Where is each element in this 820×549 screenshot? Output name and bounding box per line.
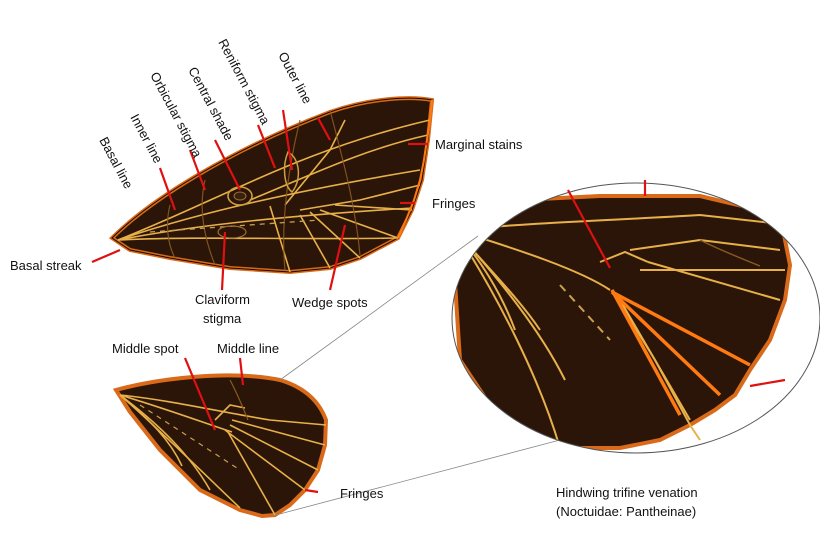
- hindwing: [112, 373, 329, 519]
- caption-line-2: (Noctuidae: Pantheinae): [556, 504, 696, 519]
- claviform-label-line1: Claviform: [195, 292, 250, 307]
- fringes-label-hindwing: Fringes: [340, 486, 384, 501]
- claviform-label-line2: stigma: [203, 311, 242, 326]
- fringes-label-forewing: Fringes: [432, 196, 476, 211]
- hindwing-labels: Middle spot Middle line Fringes: [112, 341, 384, 501]
- outer-line-label: Outer line: [275, 49, 315, 106]
- marginal-stains-label: Marginal stains: [435, 137, 523, 152]
- basal-streak-label: Basal streak: [10, 258, 82, 273]
- forewing: [108, 96, 435, 275]
- wedge-spots-label: Wedge spots: [292, 295, 368, 310]
- middle-spot-label: Middle spot: [112, 341, 179, 356]
- caption: Hindwing trifine venation (Noctuidae: Pa…: [556, 485, 698, 519]
- basal-line-label: Basal line: [96, 134, 136, 191]
- pointers: [91, 109, 786, 494]
- caption-line-1: Hindwing trifine venation: [556, 485, 698, 500]
- inner-line-label: Inner line: [127, 111, 165, 165]
- middle-line-label: Middle line: [217, 341, 279, 356]
